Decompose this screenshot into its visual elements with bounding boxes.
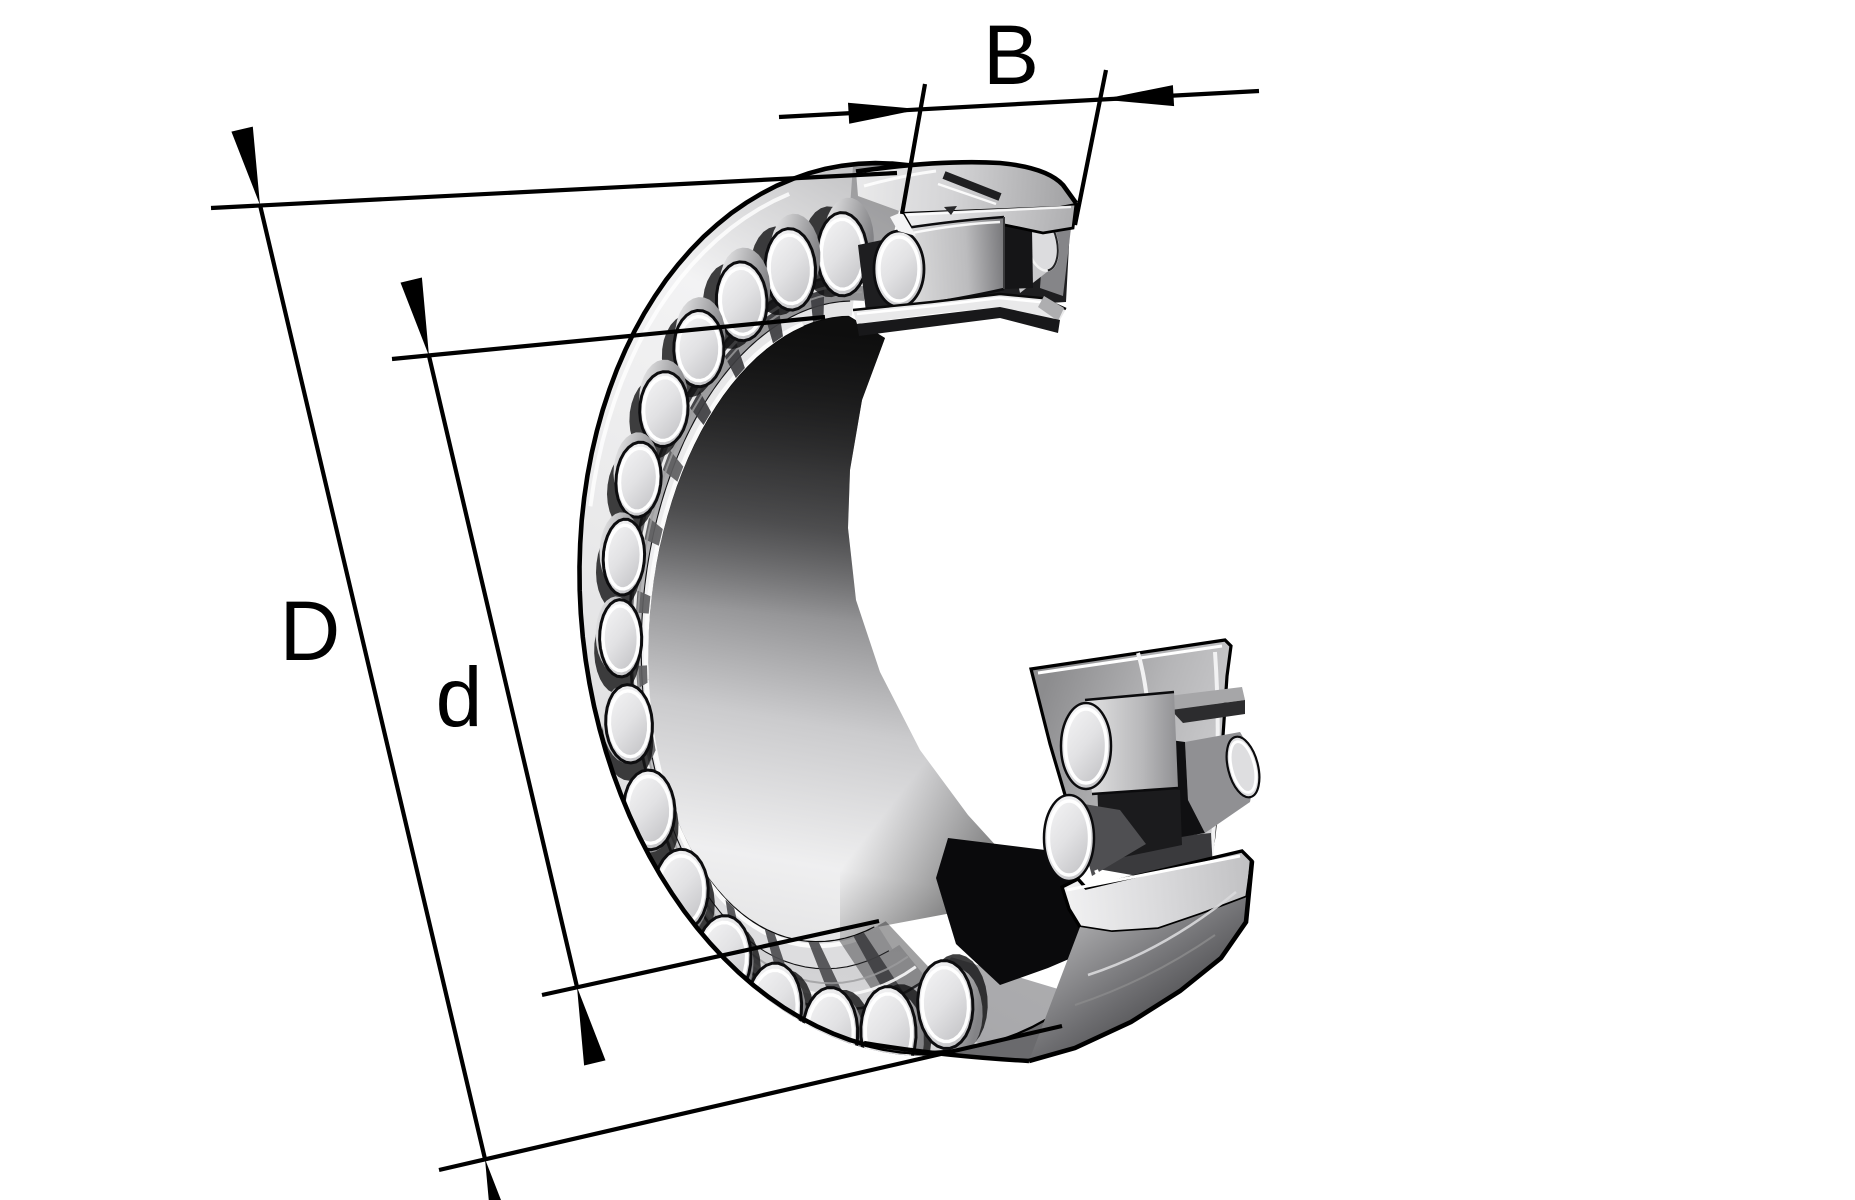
roller-face: [714, 260, 769, 343]
dimension-arrows: [231, 85, 1175, 1200]
roller-rim: [604, 523, 644, 591]
bottom-section-cut: [936, 638, 1261, 1064]
roller-rim: [607, 689, 651, 759]
roller-face: [601, 517, 647, 597]
b-arrow-right: [1101, 85, 1175, 107]
b-extension-right: [1072, 69, 1109, 226]
dimension-labels: B D d: [280, 8, 1039, 744]
roller-face: [604, 683, 654, 765]
roller: [916, 954, 988, 1056]
roller-rim: [863, 992, 914, 1056]
roller-rim: [920, 966, 971, 1044]
d-bore-arrow-top: [400, 277, 429, 356]
roller-face: [598, 598, 644, 679]
roller: [596, 512, 647, 611]
roller-rim: [767, 233, 814, 306]
roller-rim: [718, 266, 765, 337]
roller: [750, 213, 821, 316]
b-arrow-left: [848, 102, 921, 124]
d-outer-arrow-bottom: [485, 1159, 501, 1200]
d-outer-arrow-top: [231, 126, 260, 205]
d-outer-extension-top: [210, 170, 898, 211]
roller-face: [916, 959, 975, 1050]
d-bore-arrow-bottom: [577, 987, 606, 1066]
d-bore-extension-top: [391, 314, 826, 362]
roller-face: [638, 370, 690, 448]
d-outer-dimension-line: [257, 204, 488, 1160]
od-bottom-sliver: [862, 1010, 1063, 1061]
roller: [602, 683, 654, 781]
b-extension-left: [899, 83, 928, 215]
label-outer-diameter-d: D: [280, 584, 341, 678]
d-outer-extension-bottom: [438, 1023, 1063, 1173]
roller-rim: [641, 375, 687, 443]
label-bore-diameter-d: d: [436, 650, 483, 744]
top-section-cut: [852, 159, 1078, 336]
roller-rim: [617, 446, 660, 513]
label-width-b: B: [983, 8, 1039, 102]
roller: [607, 432, 663, 531]
roller: [594, 596, 644, 694]
roller-face: [763, 227, 818, 312]
d-bore-extension-bottom: [541, 918, 880, 998]
roller-face: [614, 440, 663, 519]
roller-rim: [601, 604, 641, 673]
d-bore-dimension-line: [426, 355, 580, 988]
